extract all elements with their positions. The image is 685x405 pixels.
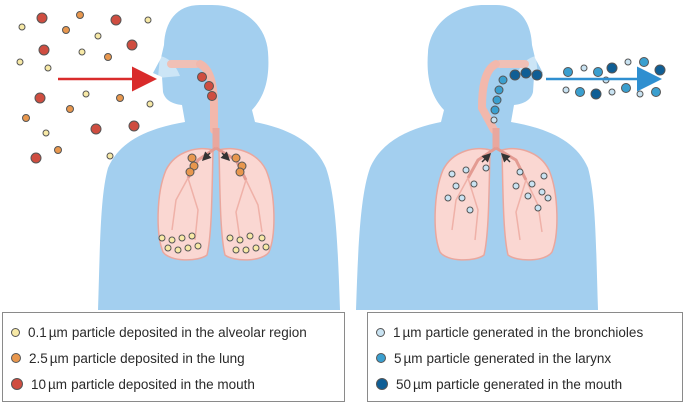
particle-dot-icon (376, 327, 385, 337)
particle-dot-icon (11, 327, 20, 337)
particle-unit: µm (402, 324, 422, 340)
legend-text: particle deposited in the alveolar regio… (71, 324, 307, 340)
particle-size: 0.1 (28, 324, 47, 340)
inhaling-person (98, 5, 340, 310)
particle-size: 2.5 (29, 350, 48, 366)
particle-size: 1 (393, 324, 401, 340)
legend-text: particle generated in the larynx (426, 350, 612, 366)
inhaled-particles (16, 11, 154, 164)
particle-size: 10 (31, 376, 47, 392)
particle-dot-icon (11, 378, 23, 390)
particle-unit: µm (403, 350, 423, 366)
particle-unit: µm (413, 376, 433, 392)
legend-text: particle deposited in the lung (72, 350, 245, 366)
particle-unit: µm (49, 350, 69, 366)
particle-dot-icon (376, 353, 386, 363)
legend-text: particle deposited in the mouth (71, 376, 255, 392)
legend-text: particle generated in the mouth (436, 376, 623, 392)
aerosol-diagram (16, 5, 666, 310)
legend-text: particle generated in the bronchioles (425, 324, 644, 340)
generated-particles (444, 67, 552, 214)
particle-size: 5 (394, 350, 402, 366)
particle-size: 50 (396, 376, 412, 392)
particle-dot-icon (376, 378, 388, 390)
particle-unit: µm (48, 376, 68, 392)
deposited-particles (158, 72, 270, 254)
exhaling-person (356, 5, 598, 310)
particle-unit: µm (48, 324, 68, 340)
particle-dot-icon (11, 353, 21, 363)
lungs-icon (157, 128, 275, 261)
